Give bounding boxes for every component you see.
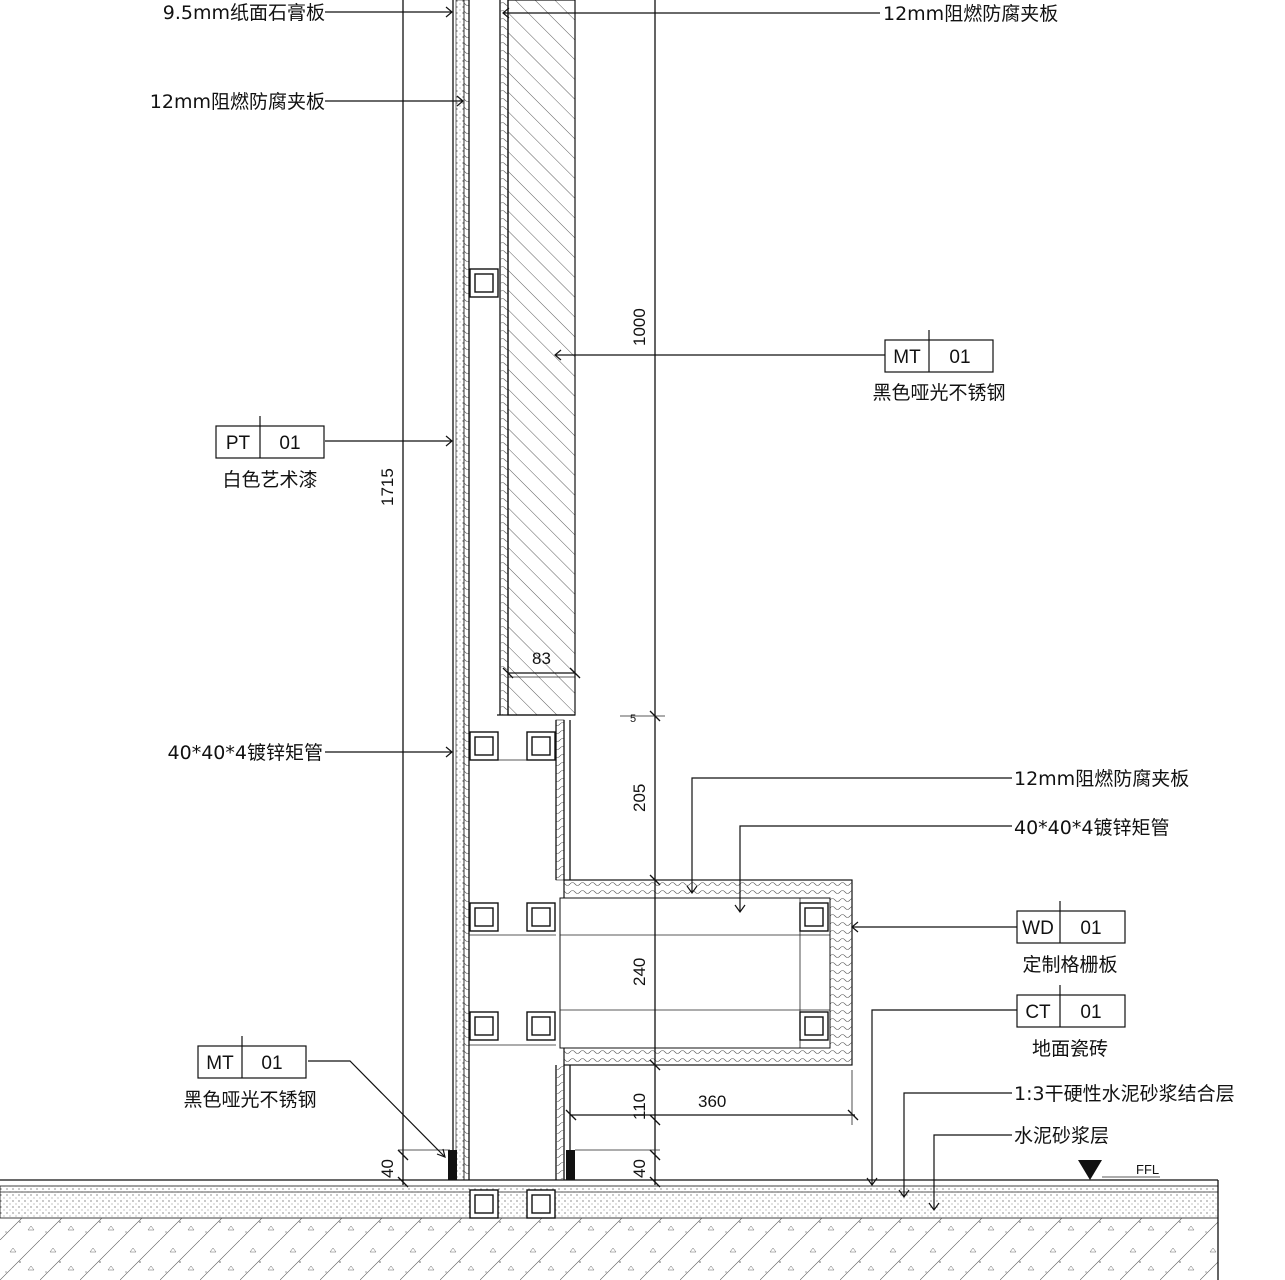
- dim-40-right: 40: [630, 1159, 649, 1178]
- dim-205: 205: [630, 784, 649, 812]
- ffl-label: FFL: [1136, 1162, 1159, 1177]
- label-steel-tube-left: 40*40*4镀锌矩管: [168, 742, 323, 764]
- tag-code: WD: [1022, 918, 1054, 939]
- tag-wd: WD 01 定制格栅板: [1016, 901, 1126, 976]
- skirting: [448, 1150, 575, 1180]
- ffl-marker: FFL: [1078, 1160, 1160, 1180]
- label-mortar-layer: 水泥砂浆层: [1014, 1125, 1109, 1147]
- tag-description: 白色艺术漆: [222, 469, 317, 491]
- dimension-lines: [397, 0, 859, 1188]
- tag-number: 01: [279, 433, 300, 454]
- lower-post: [469, 714, 575, 1180]
- tag-code: PT: [226, 433, 251, 454]
- tag-pt: PT 01 白色艺术漆: [215, 416, 325, 491]
- leader-lines: [308, 6, 1018, 1212]
- tag-mt-lower: MT 01 黑色哑光不锈钢: [183, 1036, 317, 1111]
- dim-360: 360: [698, 1092, 726, 1111]
- stainless-panel: [507, 0, 576, 716]
- tag-description: 定制格栅板: [1022, 954, 1117, 976]
- dim-1715: 1715: [378, 468, 397, 506]
- tag-description: 地面瓷砖: [1032, 1038, 1108, 1060]
- label-gypsum-board: 9.5mm纸面石膏板: [163, 1, 325, 24]
- tag-code: MT: [893, 347, 921, 368]
- dim-110: 110: [630, 1093, 649, 1120]
- label-plywood-top-right: 12mm阻燃防腐夹板: [883, 3, 1058, 25]
- tag-number: 01: [1080, 918, 1101, 939]
- main-wall: [452, 0, 509, 1181]
- tag-ct: CT 01 地面瓷砖: [1016, 985, 1126, 1060]
- tag-code: MT: [206, 1053, 234, 1074]
- label-plywood-left: 12mm阻燃防腐夹板: [150, 91, 325, 113]
- label-steel-tube-right: 40*40*4镀锌矩管: [1014, 817, 1169, 839]
- tag-number: 01: [949, 347, 970, 368]
- dim-1000: 1000: [630, 308, 649, 346]
- floor-layers: [0, 1179, 1219, 1280]
- tag-number: 01: [1080, 1002, 1101, 1023]
- tag-mt-upper: MT 01 黑色哑光不锈钢: [872, 330, 1006, 404]
- dim-240: 240: [630, 958, 649, 986]
- dim-40-left: 40: [378, 1159, 397, 1178]
- tag-number: 01: [261, 1053, 282, 1074]
- dimension-text: 1715 1000 83 5 205 240 110 360 40 40: [378, 308, 726, 1178]
- tag-description: 黑色哑光不锈钢: [183, 1089, 316, 1111]
- material-labels: 9.5mm纸面石膏板 12mm阻燃防腐夹板 12mm阻燃防腐夹板 40*40*4…: [150, 1, 1235, 1147]
- dim-83: 83: [532, 649, 551, 668]
- tag-description: 黑色哑光不锈钢: [872, 382, 1005, 404]
- label-plywood-right: 12mm阻燃防腐夹板: [1014, 768, 1189, 790]
- tag-code: CT: [1025, 1002, 1051, 1023]
- label-mortar-bond: 1:3干硬性水泥砂浆结合层: [1014, 1083, 1235, 1105]
- dim-5: 5: [630, 713, 636, 725]
- steel-tubes: [469, 268, 829, 1219]
